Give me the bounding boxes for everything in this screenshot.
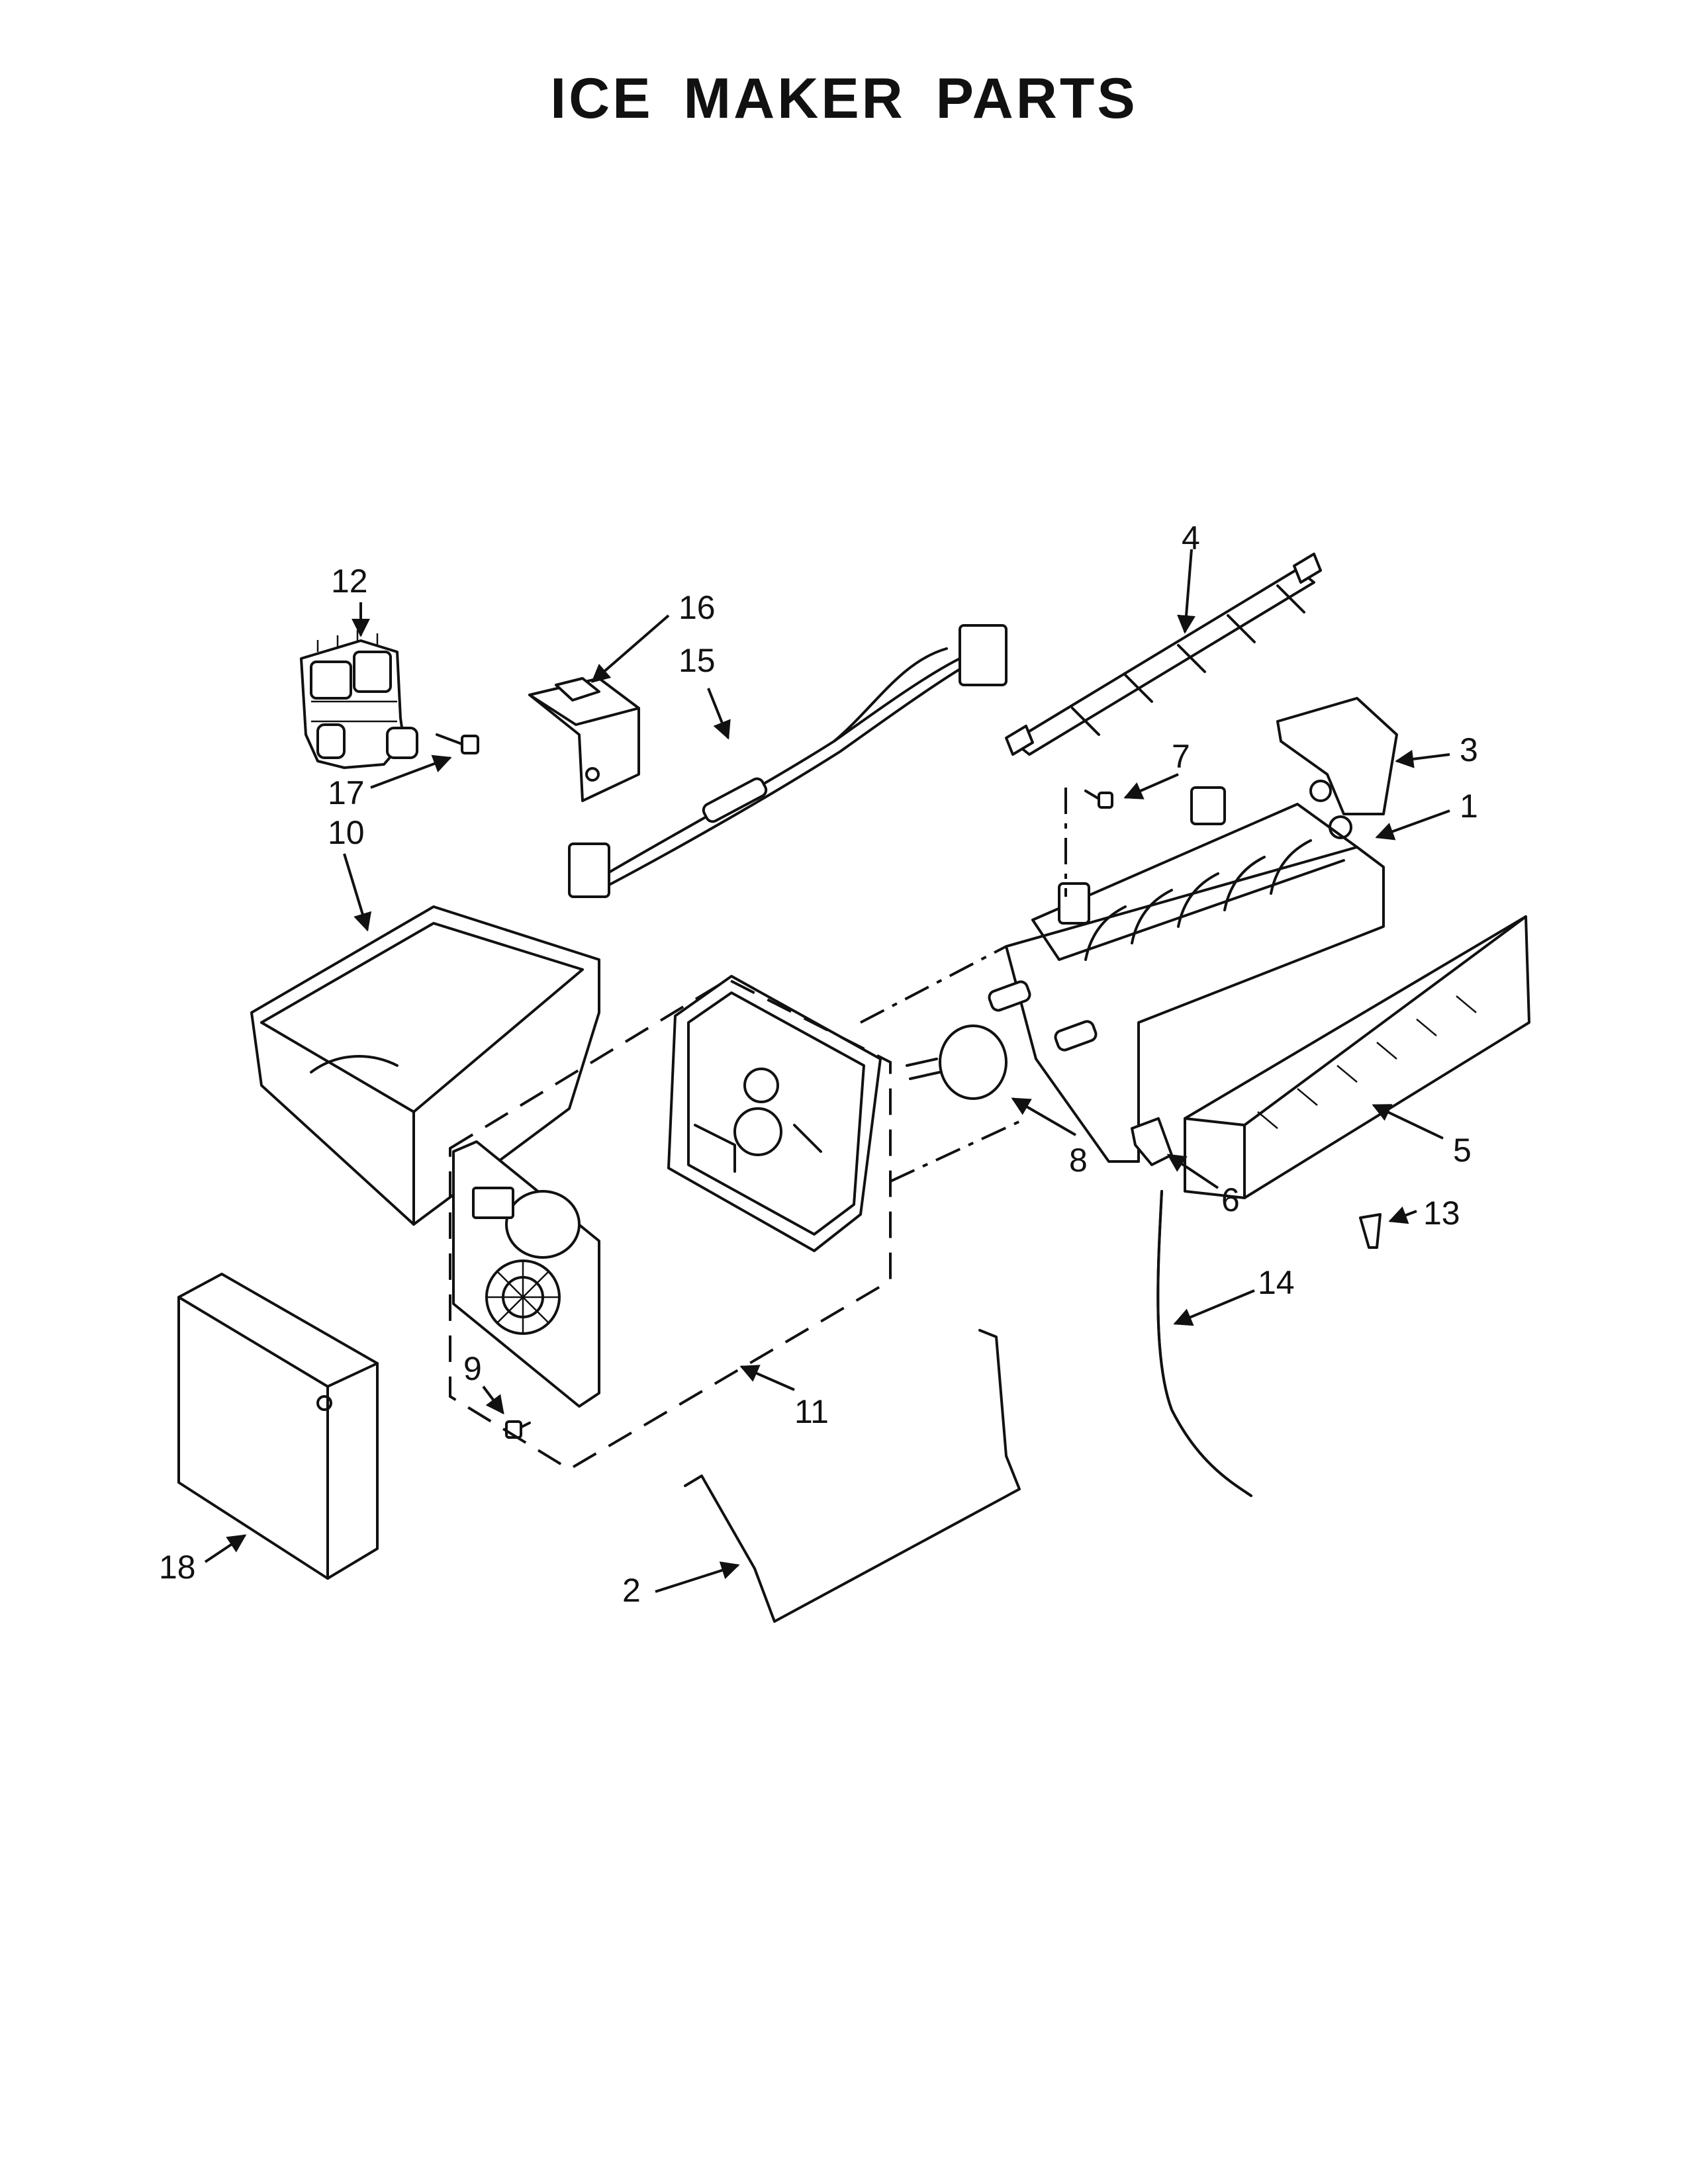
callout-16: 16 xyxy=(679,589,716,626)
callout-1: 1 xyxy=(1460,788,1478,825)
callout-labels: 12 16 15 4 7 3 1 17 10 8 5 6 13 14 9 11 … xyxy=(159,520,1478,1609)
ice-maker-cover-part xyxy=(177,1273,379,1580)
mold-cover-part xyxy=(1276,697,1398,815)
callout-3: 3 xyxy=(1460,731,1478,768)
callout-2: 2 xyxy=(622,1572,641,1609)
assembly-axis xyxy=(860,788,1067,1183)
thermostat-part xyxy=(906,980,1098,1100)
callout-7: 7 xyxy=(1172,738,1190,775)
thermostat-clip-part xyxy=(1131,1117,1173,1166)
ice-bin-part xyxy=(250,905,600,1226)
assembly-boundary xyxy=(449,978,892,1471)
callout-4: 4 xyxy=(1182,520,1200,557)
water-valve-part xyxy=(300,630,418,769)
motor-plate-part xyxy=(452,1140,600,1408)
callout-14: 14 xyxy=(1258,1264,1295,1301)
shutoff-arm-part xyxy=(684,1329,1021,1623)
ejector-part xyxy=(1005,553,1322,756)
plug-part xyxy=(1359,1213,1382,1249)
callout-18: 18 xyxy=(159,1549,196,1586)
callout-17: 17 xyxy=(328,774,365,811)
valve-screw-part xyxy=(436,733,479,754)
callout-13: 13 xyxy=(1423,1195,1460,1232)
callout-15: 15 xyxy=(679,642,716,679)
callout-12: 12 xyxy=(331,563,368,600)
control-housing-part xyxy=(667,975,882,1252)
fill-tube-part xyxy=(1156,1190,1252,1497)
harness-bracket-part xyxy=(528,677,640,802)
callout-9: 9 xyxy=(463,1350,482,1387)
callout-8: 8 xyxy=(1069,1142,1088,1179)
wire-harness-part xyxy=(568,624,1008,898)
callout-10: 10 xyxy=(328,814,365,851)
leader-lines xyxy=(204,549,1450,1593)
plate-screw-part xyxy=(505,1420,531,1439)
page-title: ICE MAKER PARTS xyxy=(550,67,1138,130)
callout-6: 6 xyxy=(1221,1181,1240,1218)
mold-screw-part xyxy=(1084,790,1113,809)
callout-11: 11 xyxy=(794,1393,829,1430)
callout-5: 5 xyxy=(1453,1132,1472,1169)
